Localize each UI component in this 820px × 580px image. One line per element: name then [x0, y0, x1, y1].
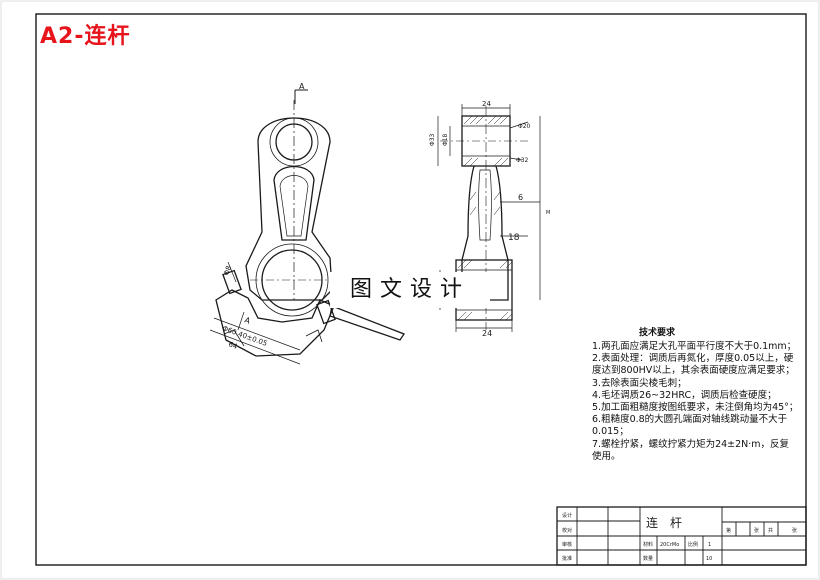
- tb-material-value: 20CrMo: [660, 542, 679, 548]
- watermark-banner: 图文设计: [330, 272, 490, 308]
- tb-cell-total: 共: [768, 527, 773, 534]
- dim-small-outer: Φ33: [429, 133, 436, 146]
- drawing-title-stamp: A2-连杆: [40, 24, 131, 49]
- section-mark-a: A: [299, 82, 305, 91]
- tech-note-line: 5.加工面粗糙度按图纸要求，未注倒角均为45°；: [592, 402, 799, 414]
- tech-note-line: 使用。: [592, 450, 621, 462]
- tb-sheet-number: 10: [706, 556, 712, 562]
- dim-bush: Φ20: [518, 123, 531, 130]
- tech-note-line: 7.螺栓拧紧，螺纹拧紧力矩为24±2N·m，反复: [592, 438, 790, 450]
- drawing-border: [35, 13, 807, 566]
- tb-cell-review: 审核: [562, 541, 572, 548]
- rod-cap: [215, 289, 335, 357]
- tb-cell-scale: 比例: [688, 541, 698, 548]
- tb-cell-design: 设计: [562, 512, 572, 519]
- dim-top-width: 24: [482, 100, 491, 108]
- dim-small-bore: Φ18: [442, 133, 449, 146]
- tech-note-line: 0.015；: [592, 426, 629, 438]
- tech-note-line: 1.两孔面应满足大孔平面平行度不大于0.1mm；: [592, 341, 797, 352]
- tb-cell-total-unit: 张: [792, 527, 797, 534]
- tech-note-line: 2.表面处理：调质后再氮化，厚度0.05以上，硬: [592, 353, 794, 365]
- tb-scale-value: 1: [708, 542, 711, 548]
- dim-bolt-dia: Φ8: [222, 265, 233, 277]
- section-hatching: [457, 115, 513, 321]
- dim-bottom-width: 24: [482, 329, 492, 338]
- front-view: [209, 89, 405, 365]
- tb-cell-sheet-unit: 张: [754, 527, 759, 534]
- dim-rib: 18: [508, 233, 520, 243]
- tech-note-line: 3.去除表面尖棱毛刺；: [592, 377, 687, 389]
- rod-outline: [245, 117, 333, 301]
- dim-length: M: [546, 210, 550, 216]
- technical-requirements: 技术要求 1.两孔面应满足大孔平面平行度不大于0.1mm； 2.表面处理：调质后…: [592, 325, 802, 463]
- tb-cell-sheet: 第: [726, 527, 731, 534]
- dim-web: 6: [518, 193, 523, 202]
- dim-inner: Φ32: [516, 157, 529, 164]
- tb-cell-check: 校对: [562, 527, 572, 534]
- tech-note-line: 度达到800HV以上，其余表面硬度应满足要求；: [592, 365, 795, 377]
- tb-cell-material: 材料: [643, 541, 653, 548]
- section-label-a: A: [243, 315, 252, 326]
- tb-cell-approve: 批准: [562, 555, 572, 562]
- tb-cell-qty: 数量: [643, 555, 653, 562]
- tech-note-line: 4.毛坯调质26~32HRC，调质后检查硬度；: [592, 389, 777, 401]
- small-end-bore: [275, 123, 313, 161]
- title-block: [556, 506, 807, 566]
- technical-requirements-heading: 技术要求: [638, 328, 675, 338]
- title-block-part-name: 连杆: [646, 516, 695, 530]
- tech-note-line: 6.粗糙度0.8的大圆孔端面对轴线跳动量不大于: [592, 414, 788, 426]
- dim-cap-width: 64: [227, 340, 239, 351]
